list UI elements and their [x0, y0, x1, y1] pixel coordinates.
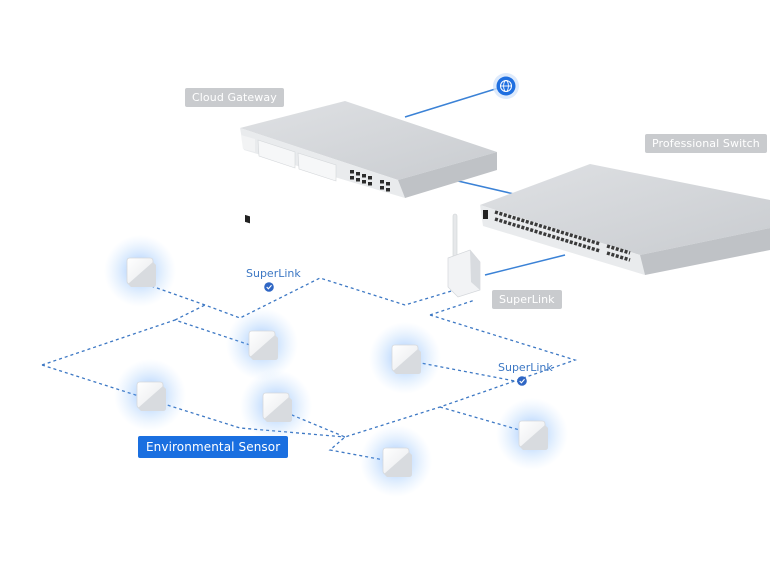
wireless-link — [328, 314, 578, 463]
sensor-device — [114, 359, 186, 431]
superlink-label-2: SuperLink — [498, 361, 553, 374]
wireless-link — [139, 277, 456, 319]
cloud-gateway-label: Cloud Gateway — [185, 88, 284, 107]
sensor-device — [104, 235, 176, 307]
wireless-link — [174, 304, 206, 321]
sensor-device — [369, 322, 441, 394]
professional-switch-device — [480, 164, 770, 275]
superlink-marker-2 — [517, 376, 527, 386]
globe-icon — [493, 73, 519, 99]
superlink-device-label: SuperLink — [492, 290, 562, 309]
superlink-label-1: SuperLink — [246, 267, 301, 280]
sensor-device — [240, 370, 312, 442]
professional-switch-label: Professional Switch — [645, 134, 767, 153]
sensor-device — [226, 308, 298, 380]
wireless-link — [41, 319, 251, 366]
environmental-sensors — [104, 235, 568, 497]
wireless-link — [429, 299, 476, 316]
link-switch-superlink — [484, 254, 566, 276]
cloud-gateway-device — [240, 101, 497, 224]
superlink-marker-1 — [264, 282, 274, 292]
sensor-device — [496, 398, 568, 470]
environmental-sensor-label: Environmental Sensor — [138, 436, 289, 458]
sensor-device — [360, 425, 432, 497]
link-gateway-internet — [404, 85, 506, 118]
superlink-antenna-device — [447, 213, 481, 298]
